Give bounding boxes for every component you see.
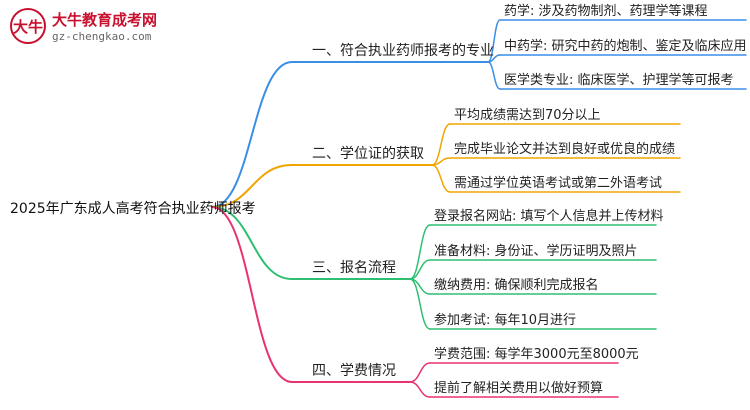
leaf-label-3-1: 登录报名网站: 填写个人信息并上传材料: [434, 209, 664, 224]
leaf-connector-3-1: [409, 224, 431, 280]
leaf-connector-2-2: [431, 157, 451, 166]
root-topic: 2025年广东成人高考符合执业药师报考: [10, 201, 256, 217]
leaf-connector-1-3: [487, 61, 501, 90]
branch-label-1: 一、符合执业药师报考的专业: [312, 43, 494, 59]
branch-label-4: 四、学费情况: [312, 363, 396, 379]
leaf-label-1-1: 药学: 涉及药物制剂、药理学等课程: [504, 4, 708, 19]
logo-title: 大牛教育成考网: [52, 11, 158, 29]
branch-connector-4: [211, 206, 293, 383]
leaf-label-1-2: 中药学: 研究中药的炮制、鉴定及临床应用: [504, 39, 747, 54]
leaf-label-2-1: 平均成绩需达到70分以上: [454, 108, 601, 123]
leaf-connector-3-2: [409, 259, 431, 280]
leaf-connector-1-1: [487, 19, 501, 63]
logo-mark: 大牛: [12, 18, 43, 36]
branch-label-2: 二、学位证的获取: [312, 146, 424, 162]
branch-label-3: 三、报名流程: [312, 260, 396, 276]
leaf-label-3-3: 缴纳费用: 确保顺利完成报名: [434, 278, 599, 293]
leaf-label-3-2: 准备材料: 身份证、学历证明及照片: [434, 244, 638, 259]
leaf-label-4-1: 学费范围: 每学年3000元至8000元: [434, 347, 639, 362]
leaf-label-1-3: 医学类专业: 临床医学、护理学等可报考: [504, 73, 734, 88]
leaf-connector-4-2: [409, 381, 431, 398]
leaf-label-4-2: 提前了解相关费用以做好预算: [434, 381, 604, 396]
leaf-label-3-4: 参加考试: 每年10月进行: [434, 313, 577, 328]
branch-connector-3: [211, 206, 293, 280]
leaf-connector-2-3: [431, 164, 451, 193]
branch-connector-2: [211, 164, 293, 208]
logo-url: gz-chengkao.com: [52, 30, 152, 43]
logo-emblem: 大牛: [10, 8, 46, 44]
site-logo[interactable]: 大牛 大牛教育成考网 gz-chengkao.com: [6, 4, 158, 50]
branch-connector-1: [211, 61, 293, 208]
leaf-label-2-3: 需通过学位英语考试或第二外语考试: [454, 176, 663, 191]
leaf-label-2-2: 完成毕业论文并达到良好或优良的成绩: [454, 142, 676, 157]
leaf-connector-3-4: [409, 278, 431, 330]
leaf-connector-4-1: [409, 362, 431, 383]
leaf-connector-2-1: [431, 123, 451, 166]
